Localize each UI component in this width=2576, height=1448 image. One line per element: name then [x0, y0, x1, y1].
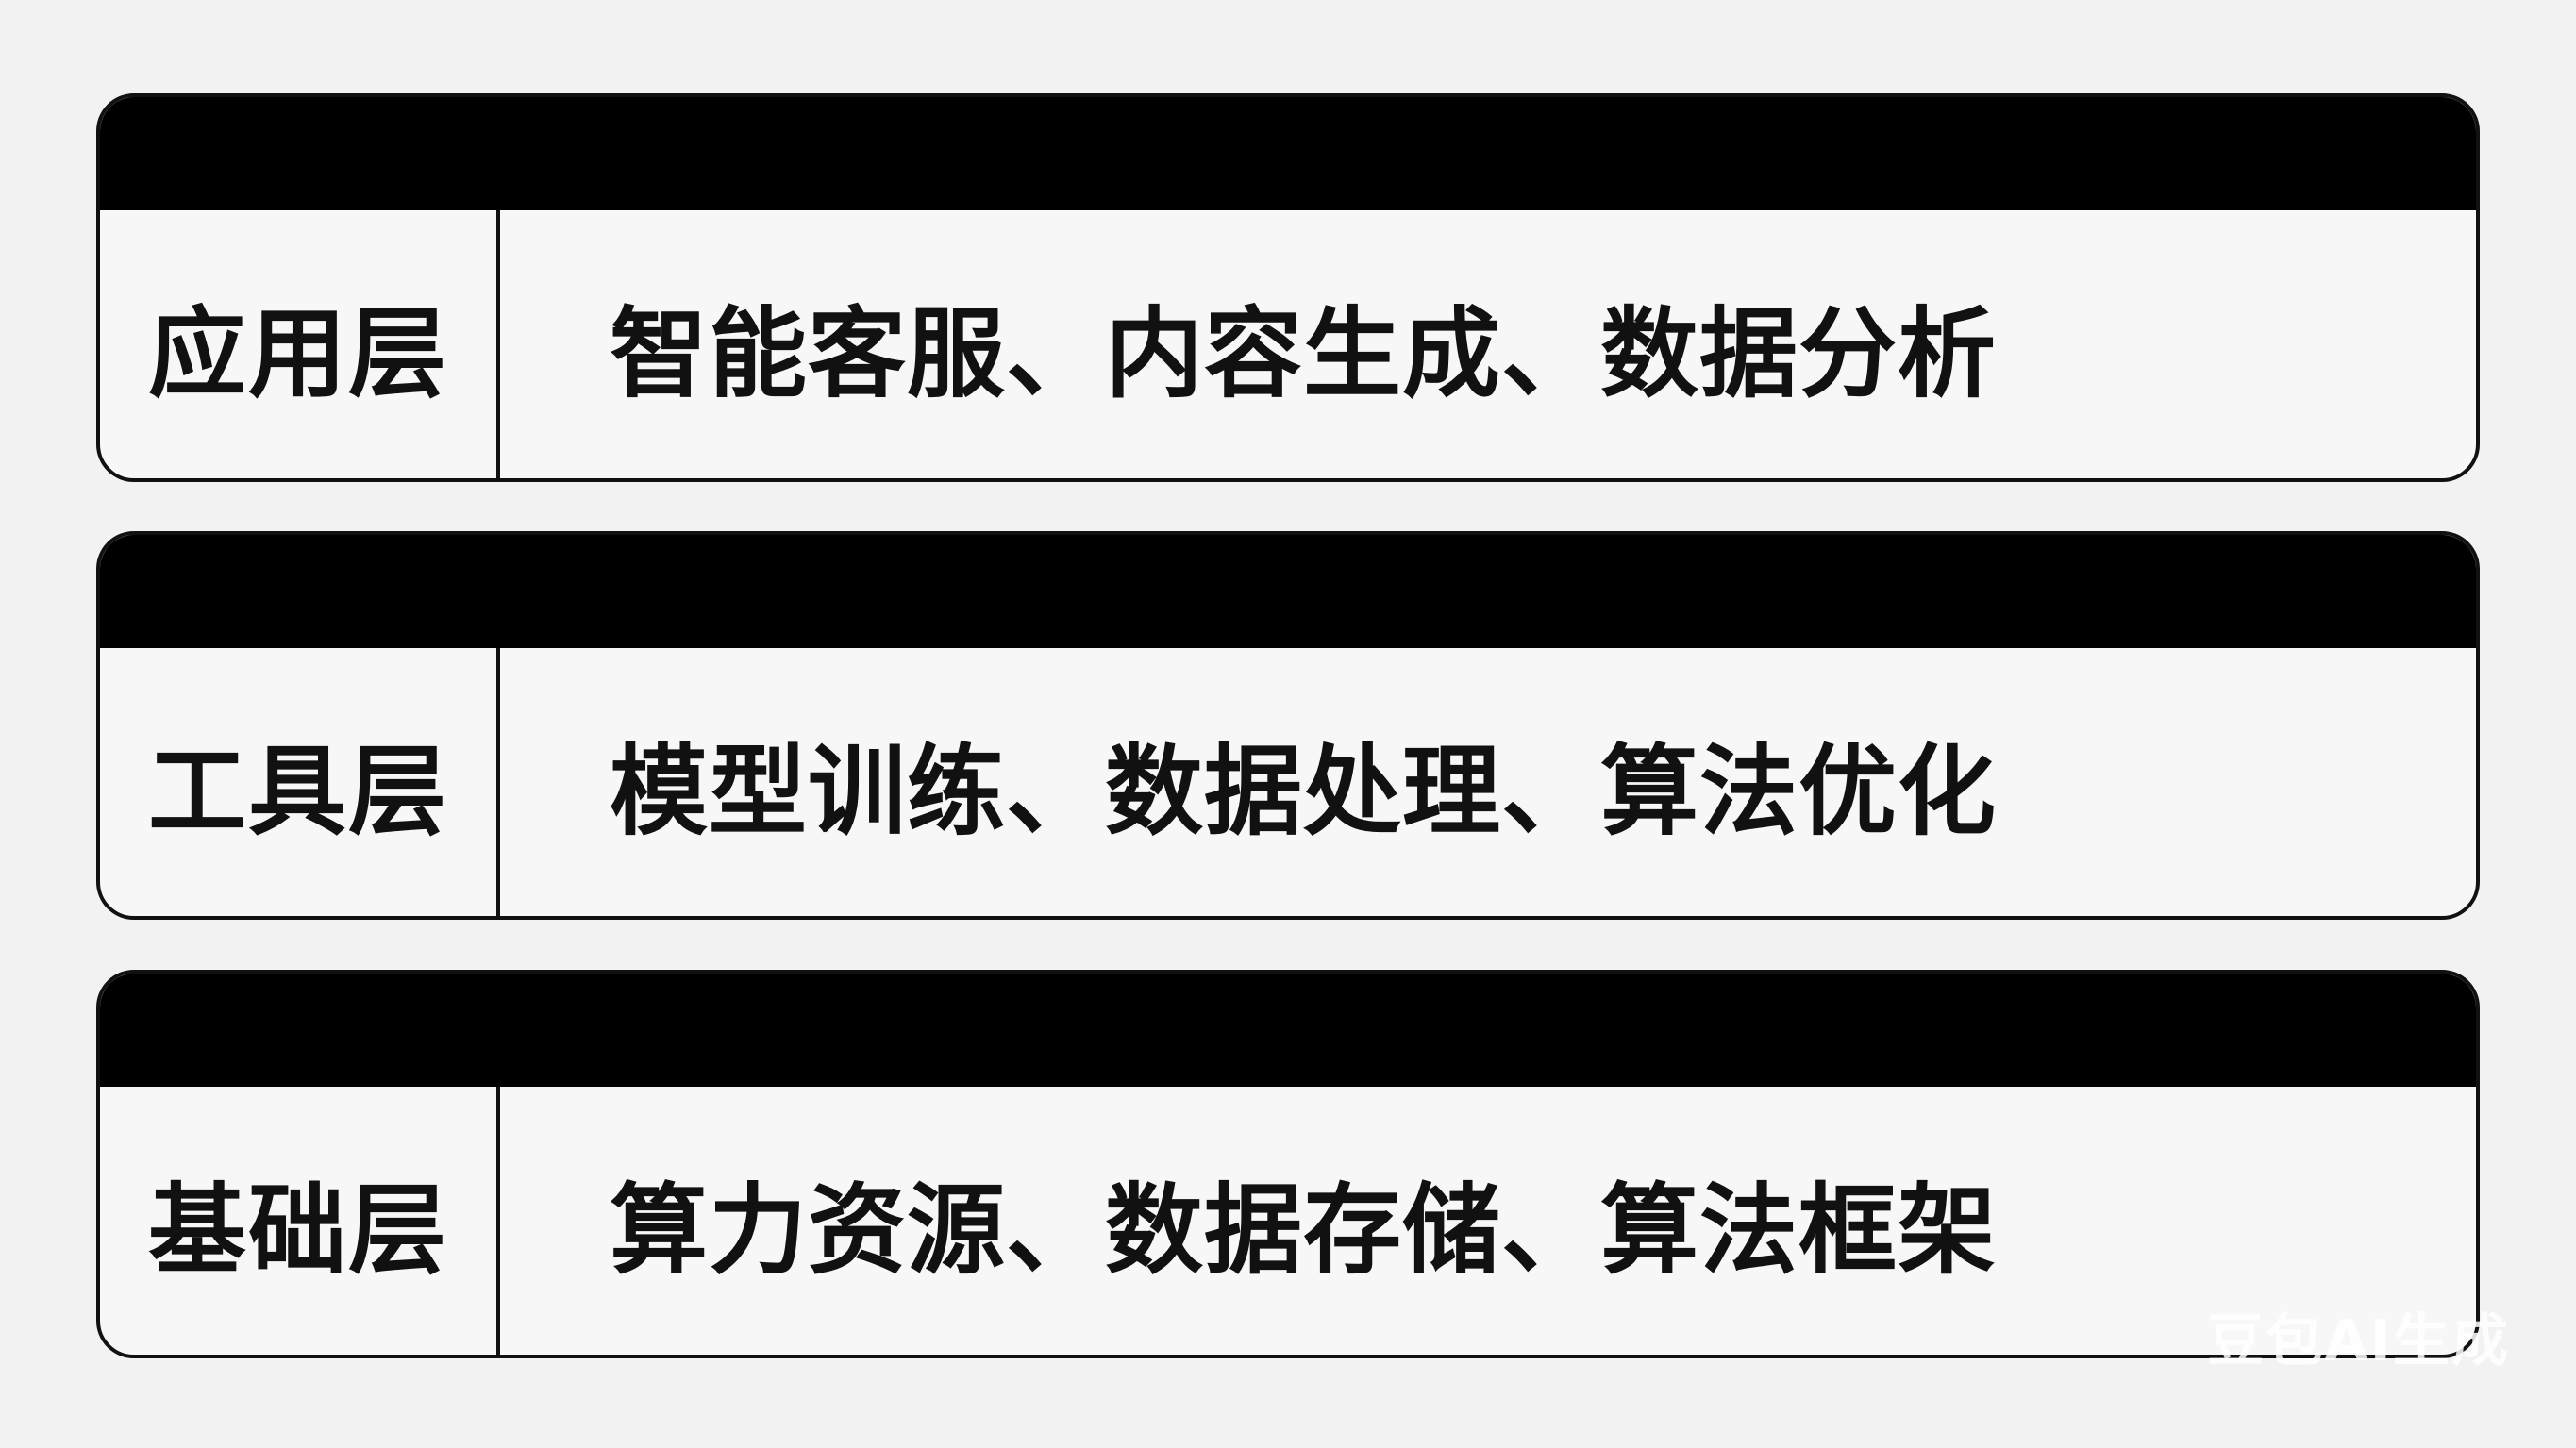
layer-header-bar: [100, 535, 2476, 648]
layer-body: 基础层 算力资源、数据存储、算法框架: [100, 1087, 2476, 1355]
layer-divider: [496, 1087, 500, 1355]
layer-content: 算力资源、数据存储、算法框架: [610, 1172, 1998, 1288]
layer-name: 基础层: [147, 1172, 448, 1288]
layer-header-bar: [100, 97, 2476, 210]
layer-application: 应用层 智能客服、内容生成、数据分析: [96, 93, 2480, 482]
layer-tools: 工具层 模型训练、数据处理、算法优化: [96, 531, 2480, 920]
layer-foundation: 基础层 算力资源、数据存储、算法框架: [96, 970, 2480, 1358]
layer-content: 智能客服、内容生成、数据分析: [610, 295, 1998, 411]
layer-divider: [496, 648, 500, 916]
layer-header-bar: [100, 974, 2476, 1087]
watermark: 豆包AI生成: [2207, 1308, 2510, 1374]
layer-body: 应用层 智能客服、内容生成、数据分析: [100, 210, 2476, 478]
layer-name: 应用层: [147, 295, 448, 411]
layer-content: 模型训练、数据处理、算法优化: [610, 733, 1998, 849]
layer-name: 工具层: [147, 733, 448, 849]
layer-body: 工具层 模型训练、数据处理、算法优化: [100, 648, 2476, 916]
layer-divider: [496, 210, 500, 478]
